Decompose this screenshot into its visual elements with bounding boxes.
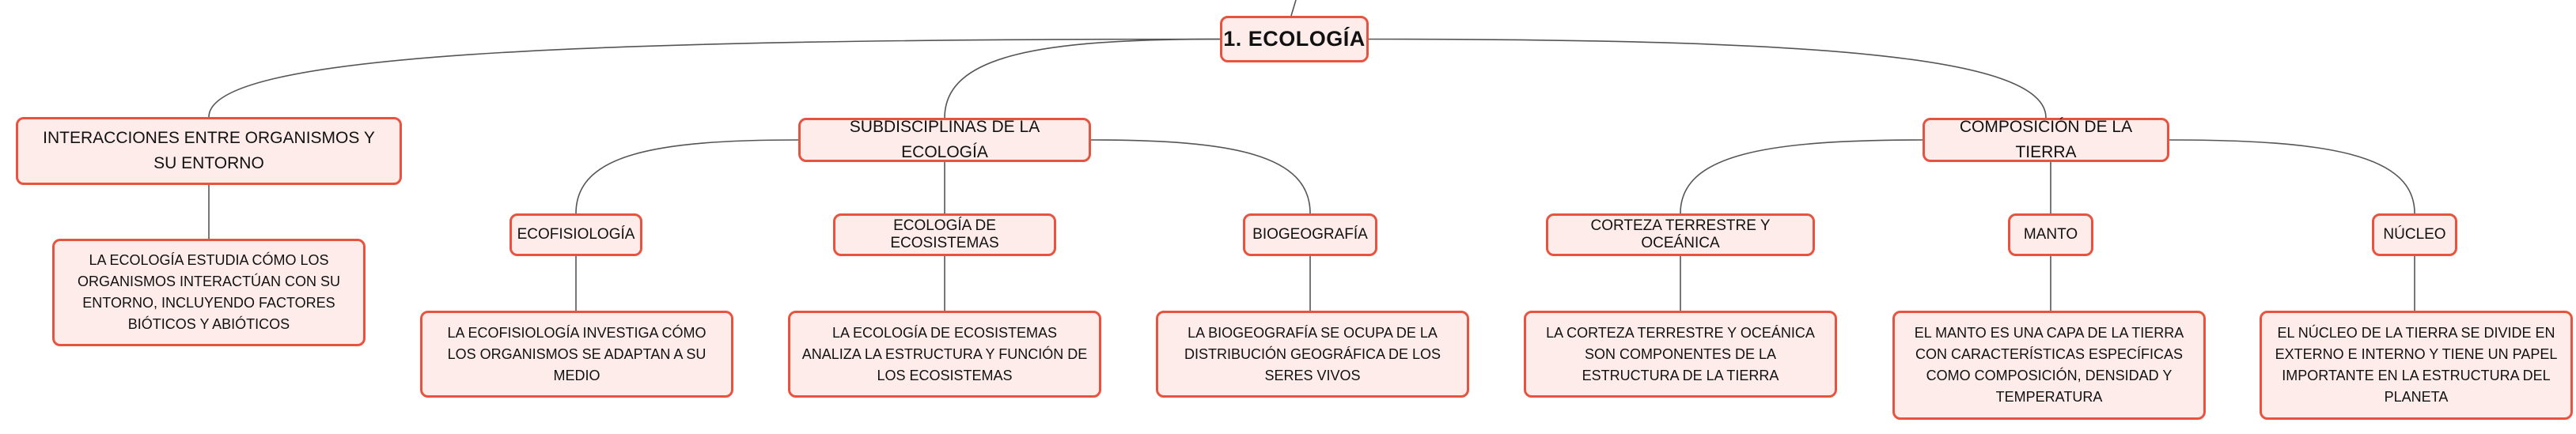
detail-corteza[interactable]: LA CORTEZA TERRESTRE Y OCEÁNICA SON COMP… <box>1524 311 1837 398</box>
root-topic-label: 1. ECOLOGÍA <box>1223 27 1366 51</box>
topic-interacciones-label: INTERACCIONES ENTRE ORGANISMOS Y SU ENTO… <box>43 129 375 172</box>
subtopic-ecologia-ecosistemas-label: ECOLOGÍA DE ECOSISTEMAS <box>890 217 999 251</box>
detail-ecofisiologia-text: LA ECOFISIOLOGÍA INVESTIGA CÓMO LOS ORGA… <box>447 324 707 383</box>
detail-ecologia-ecosistemas[interactable]: LA ECOLOGÍA DE ECOSISTEMAS ANALIZA LA ES… <box>788 311 1101 398</box>
subtopic-corteza[interactable]: CORTEZA TERRESTRE Y OCEÁNICA <box>1546 213 1815 256</box>
line-n-b2-c2 <box>2169 139 2415 214</box>
subtopic-corteza-label: CORTEZA TERRESTRE Y OCEÁNICA <box>1590 217 1771 251</box>
topic-composicion-tierra-label: COMPOSICIÓN DE LA TIERRA <box>1959 118 2133 161</box>
root-stub-line <box>1290 0 1297 17</box>
detail-interacciones-text: LA ECOLOGÍA ESTUDIA CÓMO LOS ORGANISMOS … <box>77 252 341 332</box>
root-topic[interactable]: 1. ECOLOGÍA <box>1220 16 1369 62</box>
subtopic-manto-label: MANTO <box>2023 226 2078 243</box>
subtopic-nucleo[interactable]: NÚCLEO <box>2372 213 2457 256</box>
detail-biogeografia[interactable]: LA BIOGEOGRAFÍA SE OCUPA DE LA DISTRIBUC… <box>1156 311 1469 398</box>
line-n-b1-c0 <box>575 139 799 214</box>
subtopic-biogeografia-label: BIOGEOGRAFÍA <box>1252 226 1368 243</box>
branch-line-0 <box>208 38 1221 118</box>
topic-composicion-tierra[interactable]: COMPOSICIÓN DE LA TIERRA <box>1923 118 2169 162</box>
topic-subdisciplinas-label: SUBDISCIPLINAS DE LA ECOLOGÍA <box>849 118 1040 161</box>
line-n-b1-c2 <box>1090 139 1311 214</box>
detail-biogeografia-text: LA BIOGEOGRAFÍA SE OCUPA DE LA DISTRIBUC… <box>1184 324 1441 383</box>
detail-corteza-text: LA CORTEZA TERRESTRE Y OCEÁNICA SON COMP… <box>1546 324 1815 383</box>
detail-interacciones[interactable]: LA ECOLOGÍA ESTUDIA CÓMO LOS ORGANISMOS … <box>52 239 366 346</box>
subtopic-ecofisiologia[interactable]: ECOFISIOLOGÍA <box>510 213 642 256</box>
subtopic-manto[interactable]: MANTO <box>2008 213 2093 256</box>
detail-nucleo[interactable]: EL NÚCLEO DE LA TIERRA SE DIVIDE EN EXTE… <box>2260 311 2573 420</box>
detail-nucleo-text: EL NÚCLEO DE LA TIERRA SE DIVIDE EN EXTE… <box>2275 325 2558 405</box>
subtopic-biogeografia[interactable]: BIOGEOGRAFÍA <box>1243 213 1377 256</box>
detail-manto-text: EL MANTO ES UNA CAPA DE LA TIERRA CON CA… <box>1914 325 2184 405</box>
line-n-b2-c0 <box>1680 139 1923 214</box>
branch-line-1 <box>944 38 1221 119</box>
detail-manto[interactable]: EL MANTO ES UNA CAPA DE LA TIERRA CON CA… <box>1892 311 2206 420</box>
detail-ecofisiologia[interactable]: LA ECOFISIOLOGÍA INVESTIGA CÓMO LOS ORGA… <box>420 311 733 398</box>
subtopic-ecofisiologia-label: ECOFISIOLOGÍA <box>517 226 635 243</box>
branch-line-2 <box>1368 38 2047 119</box>
subtopic-nucleo-label: NÚCLEO <box>2383 226 2446 243</box>
topic-subdisciplinas[interactable]: SUBDISCIPLINAS DE LA ECOLOGÍA <box>798 118 1091 162</box>
subtopic-ecologia-ecosistemas[interactable]: ECOLOGÍA DE ECOSISTEMAS <box>833 213 1056 256</box>
detail-ecologia-ecosistemas-text: LA ECOLOGÍA DE ECOSISTEMAS ANALIZA LA ES… <box>801 324 1088 383</box>
topic-interacciones[interactable]: INTERACCIONES ENTRE ORGANISMOS Y SU ENTO… <box>16 117 402 185</box>
